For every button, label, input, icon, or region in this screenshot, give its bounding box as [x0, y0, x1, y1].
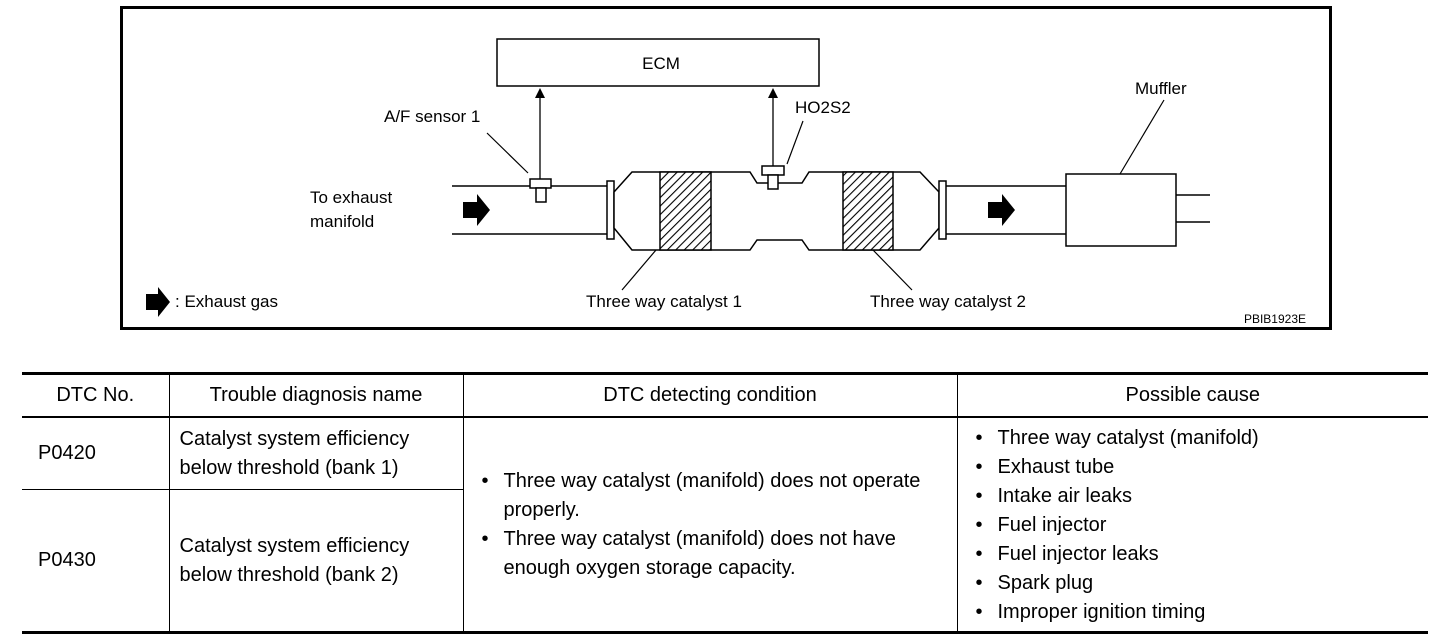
- ho2s2-sensor: [761, 120, 804, 190]
- diagnosis-name-line: below threshold (bank 1): [179, 456, 399, 479]
- table-row: P0430 Catalyst system efficiency below t…: [22, 489, 1428, 633]
- list-item: Improper ignition timing: [968, 598, 1419, 627]
- af-sensor-label: A/F sensor 1: [384, 107, 480, 126]
- list-item: Fuel injector leaks: [968, 540, 1419, 569]
- ecm-label: ECM: [642, 54, 680, 73]
- condition-list: Three way catalyst (manifold) does not o…: [474, 467, 947, 583]
- header-trouble-diagnosis-name: Trouble diagnosis name: [168, 373, 464, 418]
- header-detecting-condition: DTC detecting condition: [462, 373, 958, 418]
- exhaust-manifold-label-line2: manifold: [310, 212, 374, 231]
- ho2s2-label: HO2S2: [795, 98, 851, 117]
- figure-code: PBIB1923E: [1244, 312, 1306, 326]
- muffler: [1065, 99, 1210, 247]
- legend-label: : Exhaust gas: [175, 292, 278, 311]
- catalyst-1-label: Three way catalyst 1: [586, 292, 742, 311]
- exhaust-manifold-label-line1: To exhaust: [310, 188, 392, 207]
- diagnosis-name: Catalyst system efficiency below thresho…: [168, 417, 464, 490]
- catalyst-body: [613, 171, 940, 251]
- table-row: P0420 Catalyst system efficiency below t…: [22, 417, 1428, 633]
- exhaust-system-diagram: ECM: [120, 6, 1332, 330]
- table-header-row: DTC No. Trouble diagnosis name DTC detec…: [22, 373, 1428, 418]
- list-item: Three way catalyst (manifold) does not o…: [474, 467, 947, 525]
- diagnosis-name-line: below threshold (bank 2): [179, 563, 399, 586]
- list-item: Spark plug: [968, 569, 1419, 598]
- cause-list: Three way catalyst (manifold) Exhaust tu…: [968, 424, 1419, 627]
- catalyst-2-element: [842, 171, 894, 251]
- dtc-code: P0420: [22, 417, 170, 490]
- diagnosis-name: Catalyst system efficiency below thresho…: [168, 489, 463, 633]
- catalyst-2-label: Three way catalyst 2: [870, 292, 1026, 311]
- af-sensor-1: [486, 132, 552, 203]
- diagnosis-name-line: Catalyst system efficiency: [179, 427, 410, 450]
- legend-arrow-icon: [146, 287, 170, 317]
- muffler-label: Muffler: [1135, 79, 1187, 98]
- exhaust-flow-arrow-icon: [463, 194, 490, 226]
- inlet-flange: [606, 180, 615, 240]
- diagnosis-name-line: Catalyst system efficiency: [179, 534, 410, 557]
- detecting-condition-cell: Three way catalyst (manifold) does not o…: [462, 417, 958, 633]
- catalyst-1-element: [659, 171, 712, 251]
- list-item: Three way catalyst (manifold): [968, 424, 1419, 453]
- list-item: Three way catalyst (manifold) does not h…: [474, 525, 947, 583]
- list-item: Exhaust tube: [968, 453, 1419, 482]
- dtc-table: DTC No. Trouble diagnosis name DTC detec…: [22, 372, 1428, 634]
- possible-cause-cell: Three way catalyst (manifold) Exhaust tu…: [956, 417, 1428, 633]
- header-possible-cause: Possible cause: [956, 373, 1428, 418]
- dtc-code: P0430: [22, 489, 170, 633]
- ecm-box: ECM: [496, 38, 820, 87]
- list-item: Fuel injector: [968, 511, 1419, 540]
- outlet-pipe: [946, 185, 1066, 235]
- signal-arrows: [535, 88, 778, 180]
- list-item: Intake air leaks: [968, 482, 1419, 511]
- exhaust-flow-arrow-icon: [988, 194, 1015, 226]
- outlet-flange: [938, 180, 947, 240]
- header-dtc-no: DTC No.: [22, 373, 170, 418]
- diagram-frame: [120, 6, 1332, 330]
